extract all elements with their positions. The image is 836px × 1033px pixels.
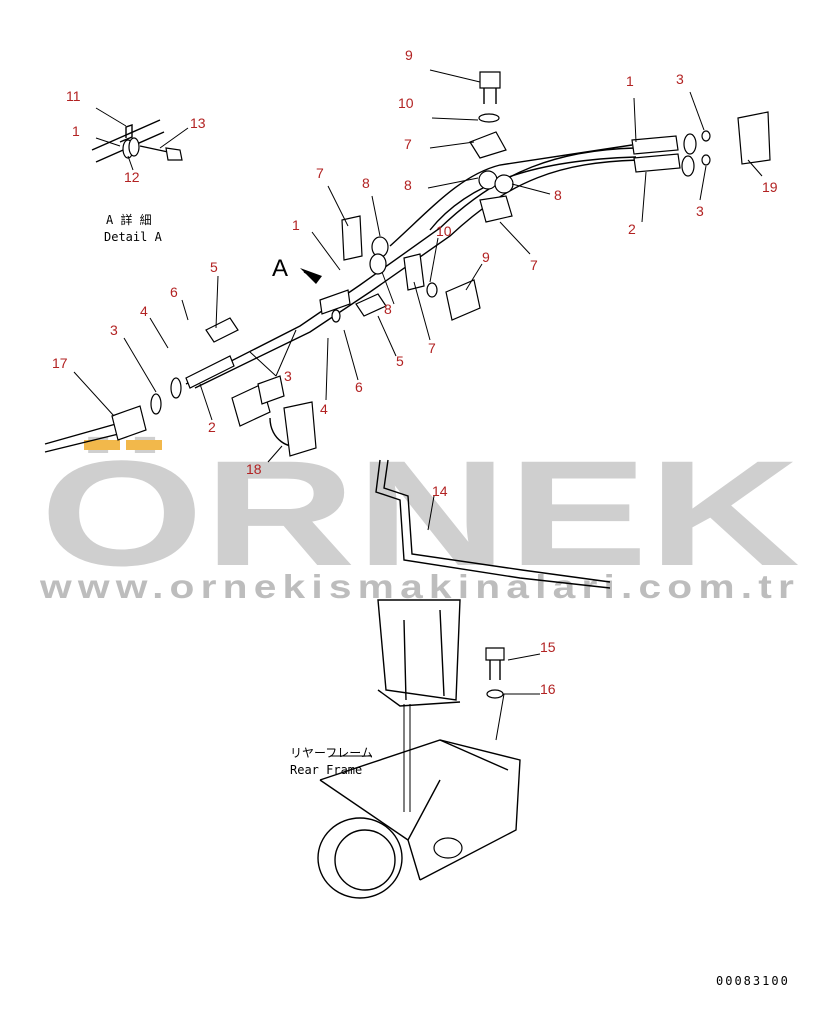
callout-1: 1 bbox=[72, 123, 80, 139]
callout-7: 7 bbox=[428, 340, 436, 356]
callout-3: 3 bbox=[284, 368, 292, 384]
callout-7: 7 bbox=[530, 257, 538, 273]
callout-14: 14 bbox=[432, 483, 448, 499]
callout-11: 11 bbox=[66, 88, 81, 104]
frame-assembly bbox=[317, 459, 611, 899]
callout-19: 19 bbox=[762, 179, 778, 195]
labels: A 詳 細 Detail A A リヤーフレーム Rear Frame 0008… bbox=[104, 212, 790, 988]
callout-3: 3 bbox=[110, 322, 118, 338]
rear-frame-en: Rear Frame bbox=[290, 763, 362, 777]
callout-4: 4 bbox=[140, 303, 148, 319]
callout-10: 10 bbox=[398, 95, 414, 111]
hose-assembly bbox=[44, 71, 771, 457]
callout-10: 10 bbox=[436, 223, 452, 239]
callout-2: 2 bbox=[628, 221, 636, 237]
callout-8: 8 bbox=[384, 301, 392, 317]
callout-15: 15 bbox=[540, 639, 556, 655]
callout-3: 3 bbox=[696, 203, 704, 219]
watermark-brand: ÖRNEK bbox=[40, 429, 800, 597]
callout-5: 5 bbox=[396, 353, 404, 369]
callout-2: 2 bbox=[208, 419, 216, 435]
callout-13: 13 bbox=[190, 115, 206, 131]
callout-8: 8 bbox=[554, 187, 562, 203]
callout-5: 5 bbox=[210, 259, 218, 275]
detail-a-en: Detail A bbox=[104, 230, 163, 244]
watermark-accent-dot bbox=[126, 440, 162, 450]
drawing-number: 00083100 bbox=[716, 974, 790, 988]
callout-9: 9 bbox=[482, 249, 490, 265]
callout-17: 17 bbox=[52, 355, 68, 371]
callout-12: 12 bbox=[124, 169, 140, 185]
rear-frame-jp: リヤーフレーム bbox=[290, 746, 373, 760]
callouts: 9 10 7 8 8 7 1 3 19 3 2 11 1 12 13 7 8 1… bbox=[52, 47, 778, 697]
callout-6: 6 bbox=[170, 284, 178, 300]
callout-8: 8 bbox=[404, 177, 412, 193]
callout-8: 8 bbox=[362, 175, 370, 191]
callout-18: 18 bbox=[246, 461, 262, 477]
callout-16: 16 bbox=[540, 681, 556, 697]
callout-9: 9 bbox=[405, 47, 413, 63]
callout-3: 3 bbox=[676, 71, 684, 87]
detail-a-jp: A 詳 細 bbox=[106, 212, 152, 227]
leader-lines bbox=[73, 69, 763, 757]
watermark-url: www.ornekismakinalari.com.tr bbox=[39, 568, 800, 605]
detail-a-drawing bbox=[91, 119, 183, 163]
watermark-accent-dot bbox=[84, 440, 120, 450]
watermark: ÖRNEK www.ornekismakinalari.com.tr bbox=[39, 429, 800, 605]
callout-7: 7 bbox=[316, 165, 324, 181]
callout-4: 4 bbox=[320, 401, 328, 417]
callout-1: 1 bbox=[626, 73, 634, 89]
callout-6: 6 bbox=[355, 379, 363, 395]
view-letter-a: A bbox=[272, 255, 288, 282]
callout-1: 1 bbox=[292, 217, 300, 233]
callout-7: 7 bbox=[404, 136, 412, 152]
